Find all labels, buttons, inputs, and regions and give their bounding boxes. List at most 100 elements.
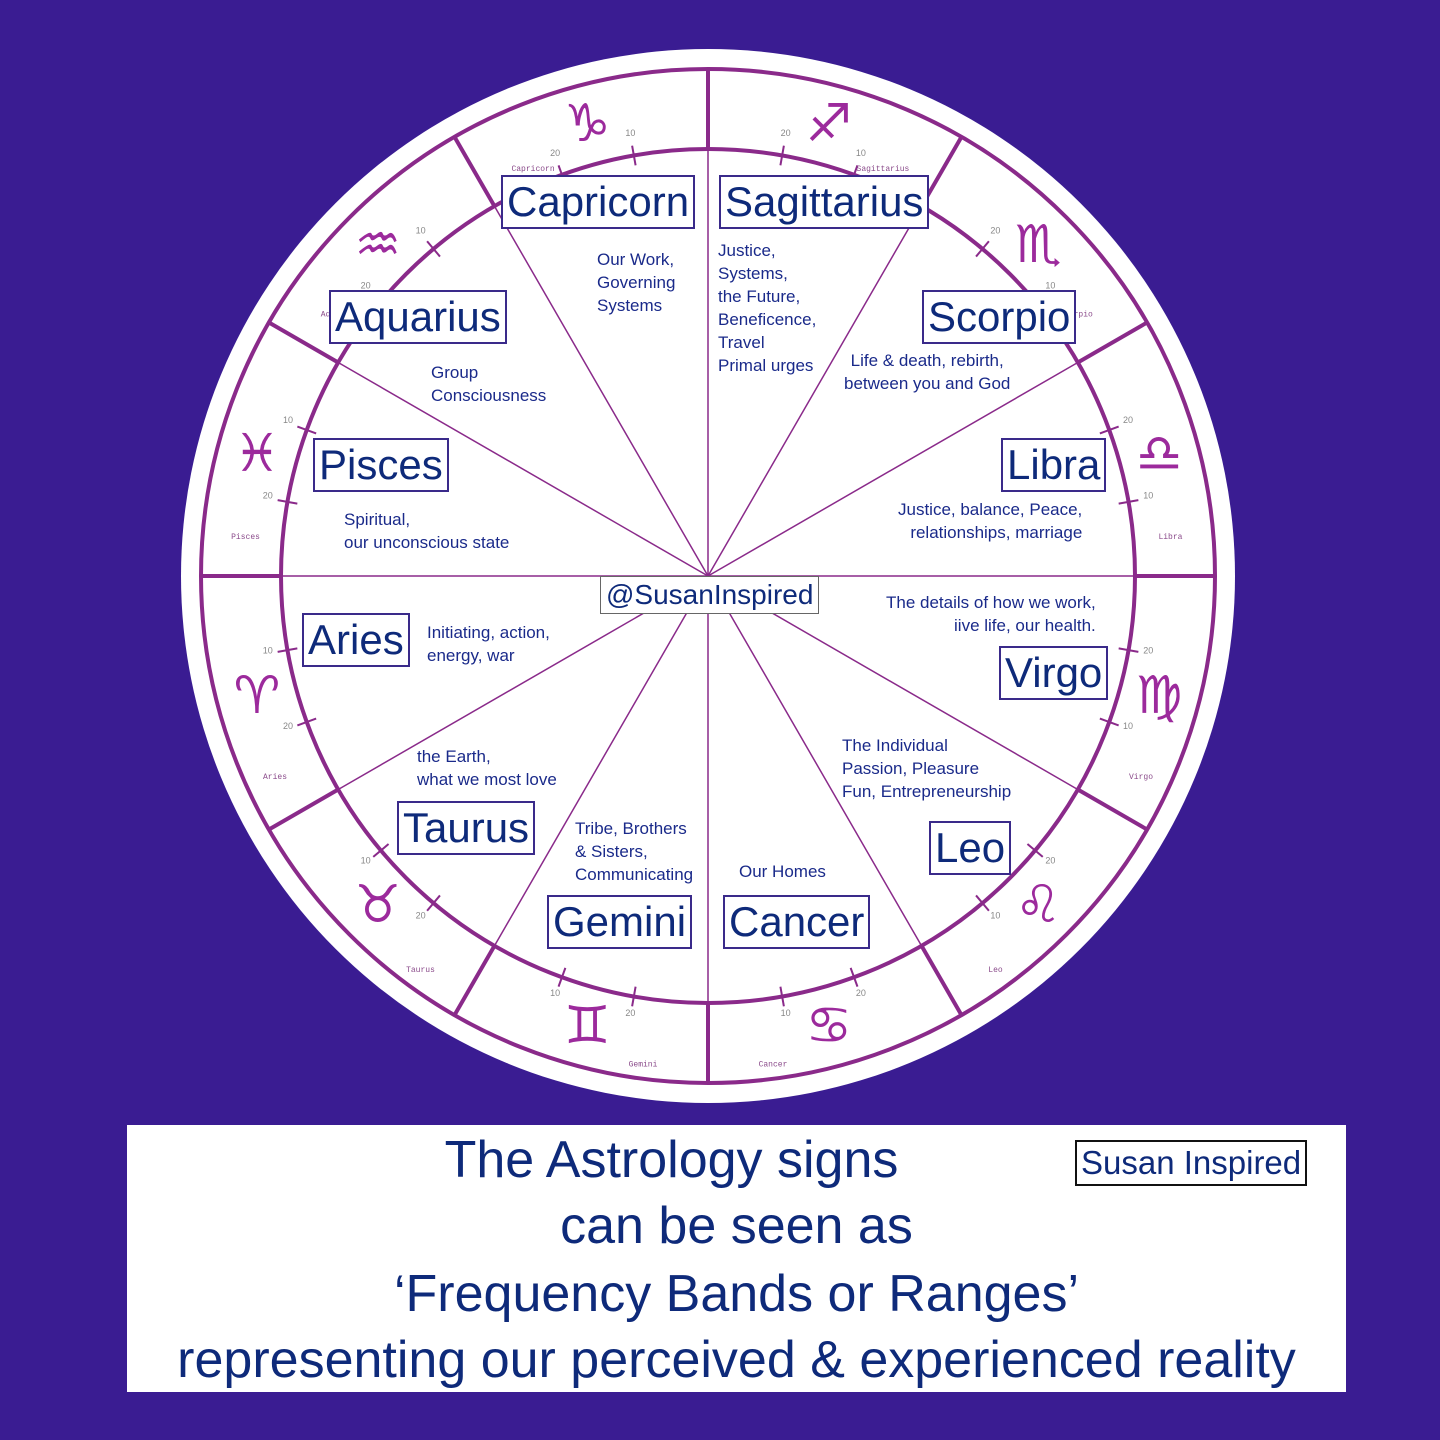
virgo-glyph-icon: ♍: [1136, 666, 1183, 726]
desc-libra: Justice, balance, Peace, relationships, …: [898, 500, 1083, 542]
cusp-line: [452, 944, 497, 1017]
desc-cancer: Our Homes: [739, 862, 826, 881]
sign-box-capricorn: Capricorn: [501, 175, 696, 229]
degree-label: 10: [283, 415, 293, 425]
degree-label: 20: [263, 490, 273, 500]
degree-label: 10: [1045, 281, 1055, 291]
spoke-line: [707, 361, 1079, 577]
degree-tick: [779, 145, 785, 166]
degree-tick: [631, 145, 637, 166]
degree-tick: [975, 240, 990, 258]
desc-pisces: Spiritual, our unconscious state: [344, 510, 510, 552]
degree-tick: [1026, 843, 1044, 858]
gemini-glyph-icon: ♊: [564, 996, 611, 1056]
caption-line-4: representing our perceived & experienced…: [177, 1331, 1296, 1389]
degree-label: 10: [361, 855, 371, 865]
degree-label: 20: [1143, 646, 1153, 656]
degree-tick: [849, 967, 859, 987]
sign-box-scorpio: Scorpio: [922, 290, 1077, 344]
sign-box-sagittarius: Sagittarius: [719, 175, 930, 229]
cusp-line: [1076, 320, 1149, 365]
cusp-line: [1076, 787, 1149, 832]
capricorn-glyph-icon: ♑: [564, 94, 611, 154]
degree-tick: [1118, 647, 1139, 653]
desc-taurus: the Earth, what we most love: [417, 747, 557, 789]
degree-tick: [557, 967, 567, 987]
caption-line-3: ‘Frequency Bands or Ranges’: [393, 1265, 1080, 1323]
desc-gemini: Tribe, Brothers & Sisters, Communicating: [575, 819, 694, 884]
cusp-line: [919, 944, 964, 1017]
aries-small-label: Aries: [263, 773, 287, 782]
pisces-glyph-icon: ♓: [234, 424, 281, 484]
sign-box-cancer: Cancer: [723, 895, 871, 949]
spoke-line: [707, 205, 923, 577]
degree-tick: [372, 843, 390, 858]
degree-tick: [426, 894, 441, 912]
desc-sagittarius: Justice, Systems, the Future, Beneficenc…: [718, 241, 817, 375]
taurus-glyph-icon: ♉: [354, 875, 401, 935]
degree-label: 20: [1123, 415, 1133, 425]
degree-label: 10: [263, 646, 273, 656]
degree-label: 20: [625, 1008, 635, 1018]
degree-label: 10: [416, 226, 426, 236]
aries-glyph-icon: ♈: [234, 666, 281, 726]
degree-label: 20: [416, 910, 426, 920]
sign-box-taurus: Taurus: [397, 801, 536, 855]
libra-glyph-icon: ♎: [1136, 424, 1183, 484]
degree-label: 20: [781, 128, 791, 138]
degree-label: 10: [1123, 721, 1133, 731]
sagittarius-small-label: Sagittarius: [857, 165, 910, 174]
degree-label: 20: [550, 148, 560, 158]
desc-leo: The Individual Passion, Pleasure Fun, En…: [842, 736, 1012, 801]
handle-label: @SusanInspired: [600, 576, 820, 614]
degree-label: 10: [856, 148, 866, 158]
degree-tick: [426, 240, 441, 258]
desc-virgo: The details of how we work, iive life, o…: [886, 593, 1096, 635]
spoke-line: [493, 575, 709, 947]
caption-panel: The Astrology signs can be seen as ‘Freq…: [127, 1125, 1346, 1392]
sagittarius-glyph-icon: ♐: [806, 94, 853, 154]
leo-small-label: Leo: [988, 966, 1003, 975]
desc-capricorn: Our Work, Governing Systems: [597, 250, 676, 315]
degree-tick: [975, 894, 990, 912]
sign-box-libra: Libra: [1001, 438, 1107, 492]
degree-label: 10: [1143, 490, 1153, 500]
degree-tick: [297, 425, 317, 435]
degree-label: 10: [625, 128, 635, 138]
degree-tick: [1099, 425, 1119, 435]
degree-label: 20: [283, 721, 293, 731]
scorpio-glyph-icon: ♏: [1015, 215, 1062, 275]
degree-tick: [631, 986, 637, 1007]
degree-tick: [1099, 717, 1119, 727]
spoke-line: [493, 205, 709, 577]
desc-aries: Initiating, action, energy, war: [427, 623, 550, 665]
cusp-line: [267, 320, 340, 365]
degree-tick: [277, 647, 298, 653]
cusp-line: [452, 135, 497, 208]
gemini-small-label: Gemini: [629, 1060, 658, 1069]
taurus-small-label: Taurus: [406, 966, 435, 975]
degree-label: 20: [990, 226, 1000, 236]
degree-label: 20: [1045, 855, 1055, 865]
degree-label: 20: [361, 281, 371, 291]
sign-box-leo: Leo: [929, 821, 1012, 875]
cancer-glyph-icon: ♋: [806, 996, 853, 1056]
spoke-line: [707, 575, 923, 947]
spoke-line: [337, 361, 709, 577]
desc-scorpio: Life & death, rebirth, between you and G…: [844, 351, 1011, 393]
libra-small-label: Libra: [1158, 533, 1182, 542]
caption-line-1: The Astrology signs: [444, 1131, 899, 1189]
sign-box-pisces: Pisces: [313, 438, 449, 492]
degree-label: 10: [990, 910, 1000, 920]
capricorn-small-label: Capricorn: [511, 165, 554, 174]
cancer-small-label: Cancer: [759, 1060, 788, 1069]
sign-box-aquarius: Aquarius: [329, 290, 507, 344]
degree-tick: [297, 717, 317, 727]
sign-box-aries: Aries: [302, 613, 410, 667]
aquarius-glyph-icon: ♒: [354, 215, 401, 275]
brand-badge: Susan Inspired: [1075, 1140, 1308, 1186]
degree-tick: [779, 986, 785, 1007]
degree-tick: [277, 499, 298, 505]
degree-label: 10: [781, 1008, 791, 1018]
degree-label: 10: [550, 988, 560, 998]
